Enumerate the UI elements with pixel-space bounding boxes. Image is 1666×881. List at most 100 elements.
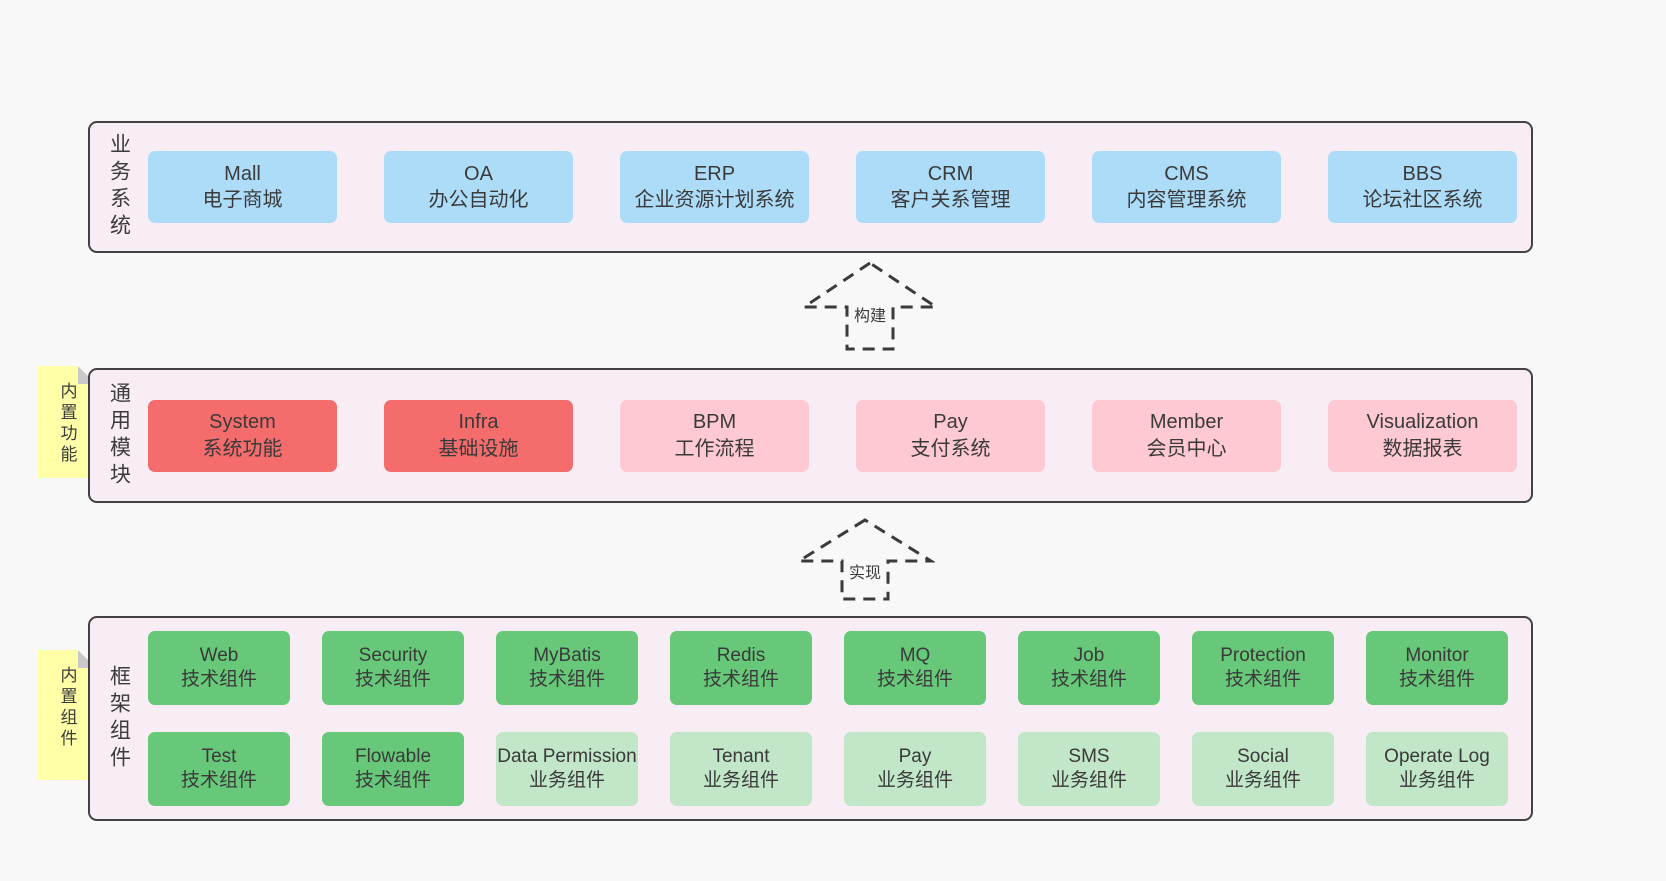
box-system: System 系统功能 (148, 399, 337, 472)
box-title: Infra (458, 411, 499, 434)
box-title: Data Permission (497, 745, 637, 767)
box-title: Redis (716, 644, 766, 666)
box-title: Protection (1220, 644, 1306, 666)
component-box-row-2: Test 技术组件 Flowable 技术组件 Data Permission … (148, 732, 1508, 806)
arrow-build-label: 构建 (850, 300, 890, 328)
box-title: Social (1237, 745, 1289, 767)
panel-framework-components: 框架组件 Web 技术组件 Security 技术组件 MyBatis 技术组件… (88, 616, 1533, 821)
box-web: Web 技术组件 (148, 631, 290, 705)
box-subtitle: 技术组件 (702, 669, 779, 690)
module-box-row: System 系统功能 Infra 基础设施 BPM 工作流程 Pay 支付系统… (148, 399, 1517, 472)
sticky-note-builtin-features: 内置功能 (38, 366, 96, 478)
box-title: BPM (692, 411, 737, 434)
box-subtitle: 系统功能 (202, 437, 283, 460)
box-title: Test (201, 745, 237, 767)
business-box-row: Mall 电子商城 OA 办公自动化 ERP 企业资源计划系统 CRM 客户关系… (148, 151, 1517, 223)
box-title: Security (358, 644, 428, 666)
box-subtitle: 办公自动化 (428, 189, 529, 211)
box-title: OA (464, 162, 493, 185)
box-title: Mall (224, 162, 261, 185)
box-subtitle: 技术组件 (1398, 669, 1475, 690)
box-subtitle: 业务组件 (1050, 770, 1127, 791)
box-subtitle: 技术组件 (354, 770, 431, 791)
arrow-implement-label: 实现 (845, 557, 885, 585)
box-pay-business: Pay 业务组件 (844, 732, 986, 806)
box-crm: CRM 客户关系管理 (856, 151, 1045, 223)
box-title: Job (1073, 644, 1105, 666)
box-title: Pay (898, 745, 932, 767)
layer-label-modules: 通用模块 (107, 381, 131, 490)
box-subtitle: 业务组件 (1398, 770, 1475, 791)
layer-label-business: 业务系统 (107, 133, 131, 241)
box-monitor: Monitor 技术组件 (1366, 631, 1508, 705)
box-subtitle: 会员中心 (1146, 437, 1227, 460)
box-subtitle: 数据报表 (1382, 437, 1463, 460)
box-subtitle: 电子商城 (202, 189, 283, 211)
box-flowable: Flowable 技术组件 (322, 732, 464, 806)
box-bbs: BBS 论坛社区系统 (1328, 151, 1517, 223)
box-title: Visualization (1366, 411, 1479, 434)
box-mall: Mall 电子商城 (148, 151, 337, 223)
box-title: Member (1149, 411, 1224, 434)
box-pay: Pay 支付系统 (856, 399, 1045, 472)
arrow-implement: 实现 (795, 517, 935, 602)
box-subtitle: 客户关系管理 (890, 189, 1011, 211)
box-title: Web (199, 644, 239, 666)
box-subtitle: 技术组件 (528, 669, 605, 690)
box-subtitle: 业务组件 (876, 770, 953, 791)
box-cms: CMS 内容管理系统 (1092, 151, 1281, 223)
box-data-permission: Data Permission 业务组件 (496, 732, 638, 806)
box-bpm: BPM 工作流程 (620, 399, 809, 472)
box-sms: SMS 业务组件 (1018, 732, 1160, 806)
panel-business-systems: 业务系统 Mall 电子商城 OA 办公自动化 ERP 企业资源计划系统 CRM… (88, 121, 1533, 253)
box-visualization: Visualization 数据报表 (1328, 399, 1517, 472)
box-title: ERP (693, 162, 736, 185)
box-title: System (209, 411, 276, 434)
component-box-row-1: Web 技术组件 Security 技术组件 MyBatis 技术组件 Redi… (148, 631, 1508, 705)
panel-common-modules: 通用模块 System 系统功能 Infra 基础设施 BPM 工作流程 Pay… (88, 368, 1533, 503)
box-subtitle: 基础设施 (438, 437, 519, 460)
box-subtitle: 工作流程 (674, 437, 755, 460)
box-subtitle: 业务组件 (1224, 770, 1301, 791)
box-title: BBS (1402, 162, 1443, 185)
box-title: Pay (933, 411, 968, 434)
component-box-rows: Web 技术组件 Security 技术组件 MyBatis 技术组件 Redi… (148, 631, 1508, 806)
box-subtitle: 技术组件 (354, 669, 431, 690)
box-member: Member 会员中心 (1092, 399, 1281, 472)
box-subtitle: 技术组件 (1050, 669, 1127, 690)
box-redis: Redis 技术组件 (670, 631, 812, 705)
box-erp: ERP 企业资源计划系统 (620, 151, 809, 223)
box-subtitle: 企业资源计划系统 (634, 189, 795, 211)
box-social: Social 业务组件 (1192, 732, 1334, 806)
box-tenant: Tenant 业务组件 (670, 732, 812, 806)
box-subtitle: 业务组件 (528, 770, 605, 791)
box-title: MyBatis (533, 644, 601, 666)
sticky-label: 内置组件 (57, 666, 77, 750)
box-title: Flowable (354, 745, 432, 767)
box-infra: Infra 基础设施 (384, 399, 573, 472)
box-title: Operate Log (1384, 745, 1490, 767)
box-test: Test 技术组件 (148, 732, 290, 806)
dashed-up-arrow-icon (800, 261, 940, 351)
sticky-label: 内置功能 (57, 382, 77, 466)
dashed-up-arrow-icon (795, 518, 935, 601)
box-oa: OA 办公自动化 (384, 151, 573, 223)
box-subtitle: 论坛社区系统 (1362, 189, 1483, 211)
box-mq: MQ 技术组件 (844, 631, 986, 705)
box-subtitle: 支付系统 (910, 437, 991, 460)
panel-label-gutter: 通用模块 (90, 382, 148, 490)
box-subtitle: 技术组件 (876, 669, 953, 690)
box-title: Tenant (712, 745, 770, 767)
box-title: CRM (927, 162, 974, 185)
box-protection: Protection 技术组件 (1192, 631, 1334, 705)
box-subtitle: 技术组件 (180, 770, 257, 791)
layer-label-components: 框架组件 (107, 664, 131, 773)
box-title: SMS (1068, 745, 1110, 767)
box-title: MQ (899, 644, 931, 666)
box-job: Job 技术组件 (1018, 631, 1160, 705)
box-security: Security 技术组件 (322, 631, 464, 705)
box-title: CMS (1164, 162, 1209, 185)
box-subtitle: 技术组件 (1224, 669, 1301, 690)
box-subtitle: 技术组件 (180, 669, 257, 690)
